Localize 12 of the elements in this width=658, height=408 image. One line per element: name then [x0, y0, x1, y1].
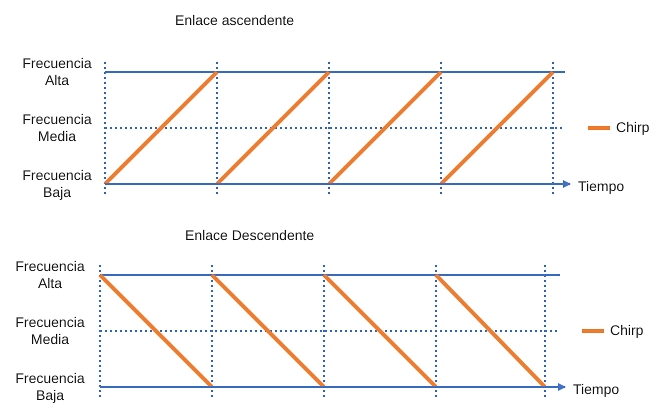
- chart-title: Enlace ascendente: [175, 12, 294, 29]
- legend-label: Chirp: [610, 322, 644, 339]
- axis-label: Frecuencia Media: [21, 111, 93, 145]
- legend-label: Chirp: [616, 119, 650, 136]
- axis-label: Frecuencia Media: [14, 314, 86, 348]
- axis-label: Frecuencia Baja: [21, 167, 93, 201]
- axis-label: Frecuencia Alta: [14, 258, 86, 292]
- chart-title: Enlace Descendente: [185, 227, 314, 244]
- axis-label: Frecuencia Alta: [21, 55, 93, 89]
- axis-label: Frecuencia Baja: [14, 370, 86, 404]
- axis-label: Tiempo: [578, 178, 624, 195]
- axis-label: Tiempo: [573, 381, 620, 398]
